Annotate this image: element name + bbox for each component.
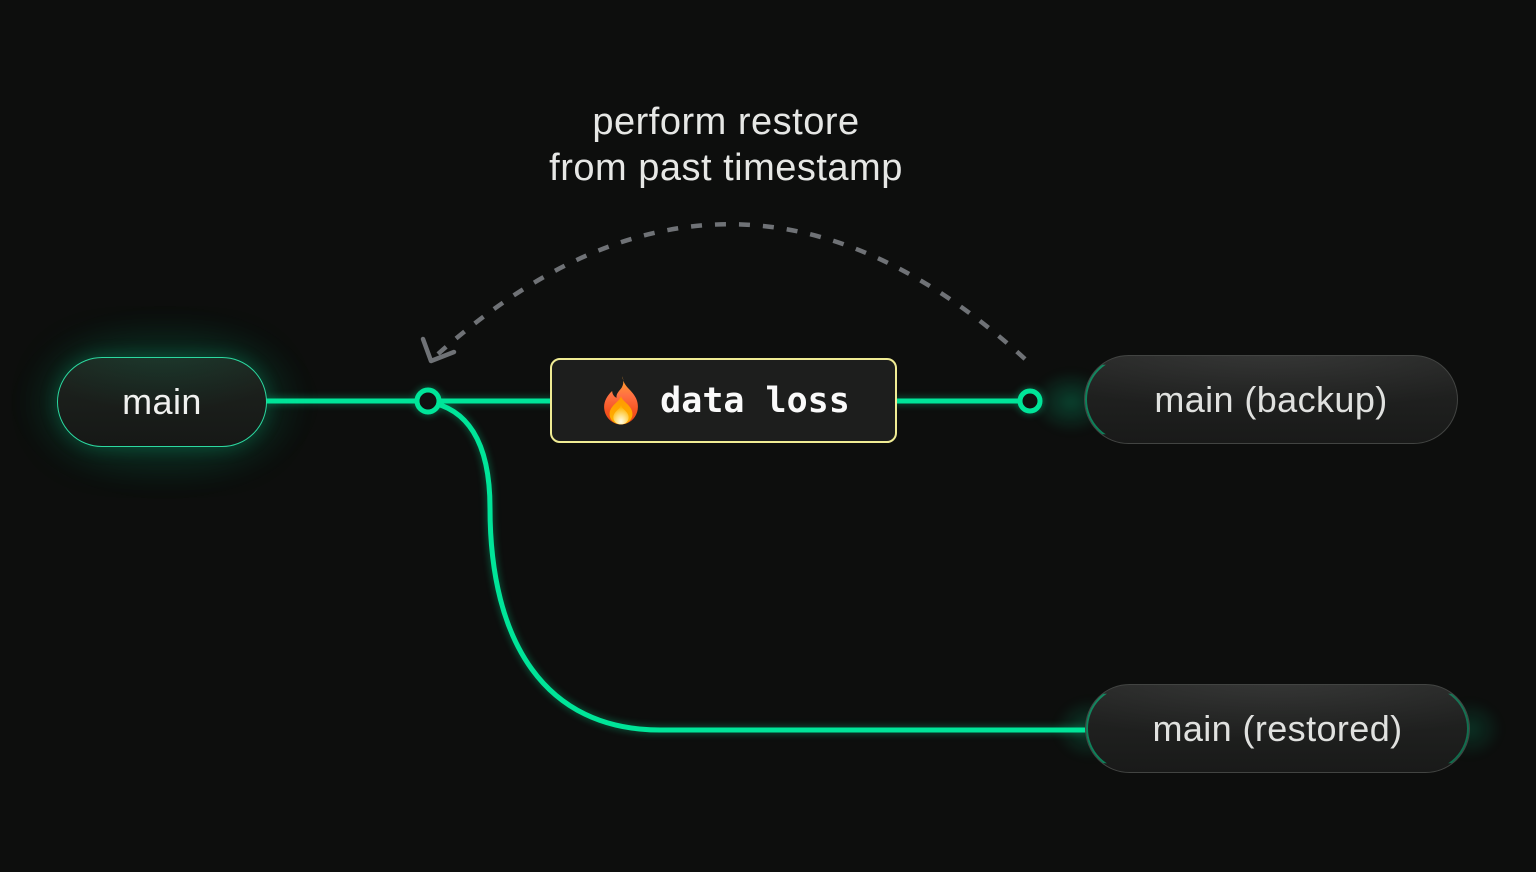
branch-node-backup: main (backup) — [1084, 355, 1458, 444]
annotation: perform restore from past timestamp — [415, 99, 1037, 191]
annotation-line-2: from past timestamp — [549, 147, 903, 189]
data-loss-label: data loss — [660, 380, 850, 421]
branch-label-main: main — [122, 381, 202, 422]
backup-point-node — [1017, 388, 1043, 414]
branch-node-restored: main (restored) — [1085, 684, 1470, 773]
data-loss-event-box: data loss — [550, 358, 897, 443]
branch-point-node — [414, 387, 442, 415]
branch-label-backup: main (backup) — [1154, 378, 1388, 420]
branch-label-restored: main (restored) — [1152, 707, 1403, 749]
arrow-head-icon — [420, 336, 457, 364]
fire-icon — [604, 375, 639, 424]
branch-node-main: main — [57, 357, 267, 447]
restore-arc — [436, 222, 1027, 361]
annotation-line-1: perform restore — [592, 101, 860, 143]
edge-branch-to-restored — [427, 399, 1086, 733]
